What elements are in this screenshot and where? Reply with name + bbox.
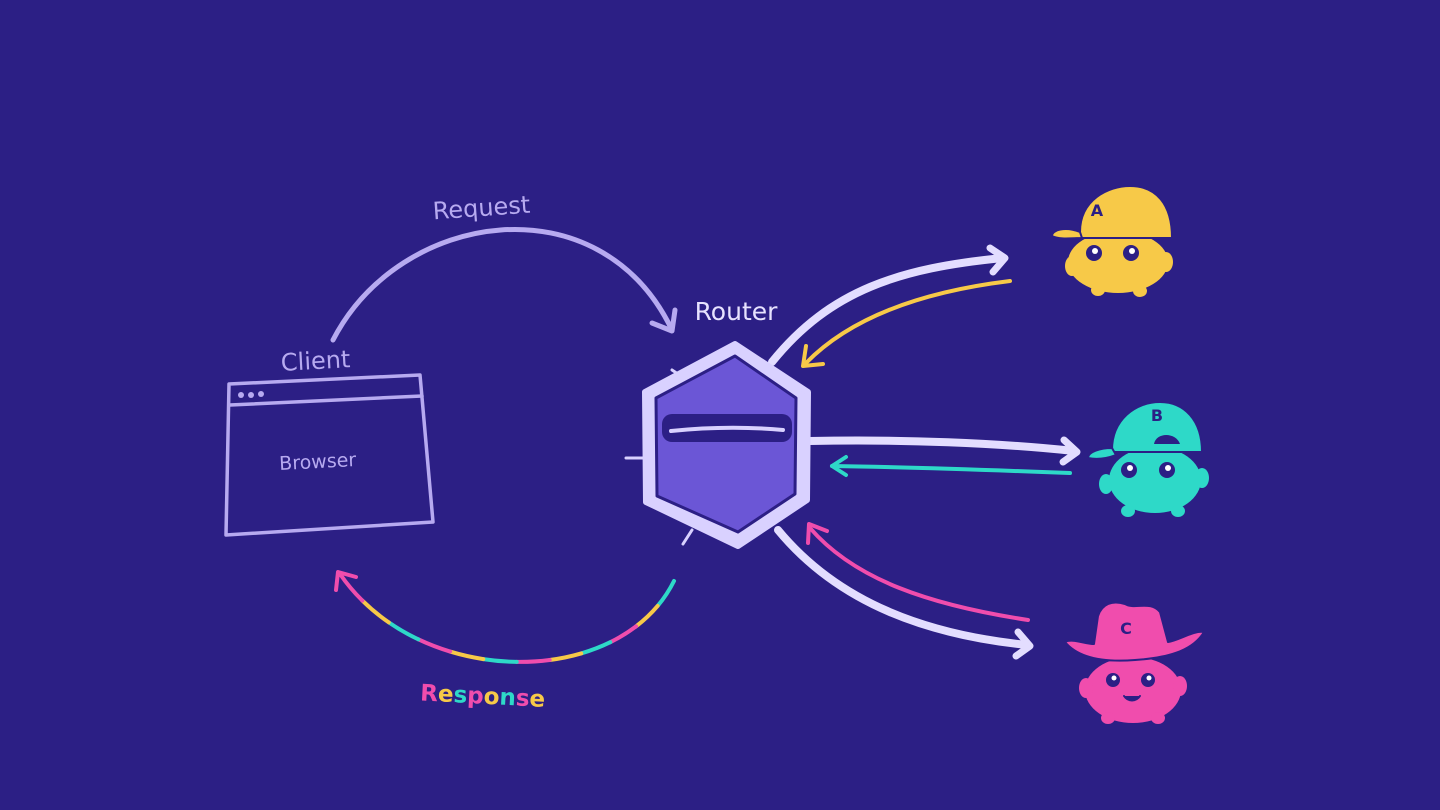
browser-window-icon: [224, 373, 435, 537]
response-arrow-head: [334, 570, 358, 592]
response-arrow-segment: [514, 657, 552, 664]
svg-text:B: B: [1151, 406, 1163, 425]
svg-text:C: C: [1120, 619, 1132, 638]
response-arrow-segment: [360, 598, 391, 625]
response-label-letter: p: [467, 683, 485, 710]
c-to-router-arrow-head: [806, 522, 829, 545]
response-arrow-segment: [579, 640, 613, 656]
browser-label: Browser: [279, 449, 357, 475]
b-to-router-arrow-head: [830, 455, 848, 477]
svg-text:A: A: [1091, 201, 1104, 220]
response-arrow-segment: [547, 651, 584, 662]
a-to-router-arrow: [804, 279, 1012, 365]
response-label-letter: e: [529, 686, 546, 713]
response-label-letter: s: [515, 685, 530, 712]
router-to-b-arrow-head: [1059, 436, 1081, 466]
response-arrow-segment: [338, 572, 365, 603]
a-to-router-arrow-head: [801, 344, 825, 368]
router-to-c-arrow-head: [1012, 628, 1034, 660]
mascot-c-icon: C: [1064, 601, 1205, 724]
response-arrow-segment: [448, 649, 486, 662]
b-to-router-arrow: [830, 464, 1072, 475]
response-label-letter: n: [499, 685, 517, 712]
response-arrow-segment: [608, 624, 639, 645]
router-to-b-arrow: [806, 436, 1078, 455]
request-arrow: [330, 227, 675, 343]
mascot-b-icon: B: [1086, 400, 1209, 517]
client-label: Client: [280, 345, 351, 377]
request-label: Request: [432, 191, 531, 226]
response-arrow-segment: [655, 579, 676, 608]
response-arrow: [338, 572, 676, 664]
response-label-letter: R: [420, 680, 439, 707]
response-arrow-segment: [416, 637, 453, 654]
response-label-letter: s: [453, 682, 468, 709]
response-label-letter: o: [483, 684, 500, 711]
c-to-router-arrow: [808, 526, 1030, 622]
router-label: Router: [695, 297, 779, 326]
router-to-a-arrow-head: [986, 244, 1009, 276]
response-arrow-segment: [481, 657, 519, 664]
router-to-a-arrow: [768, 254, 1007, 366]
response-arrow-segment: [634, 603, 660, 629]
response-arrow-segment: [386, 620, 421, 642]
router-hexagon-icon: [624, 341, 811, 549]
response-label: Response: [420, 680, 546, 713]
request-arrow-head: [649, 307, 678, 334]
mascot-a-icon: A: [1050, 184, 1174, 297]
router-to-c-arrow: [774, 526, 1031, 649]
response-label-letter: e: [437, 681, 454, 708]
